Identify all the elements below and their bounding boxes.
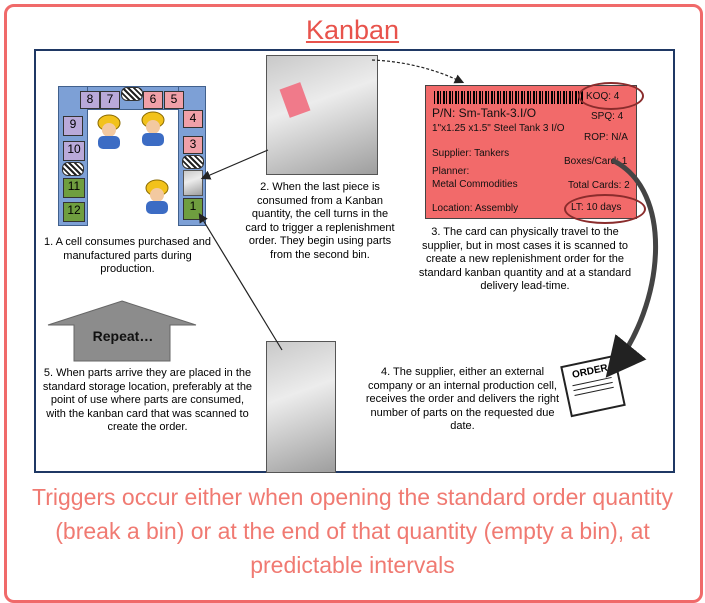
caption: Triggers occur either when opening the s… (32, 484, 673, 578)
bin-3: 3 (183, 136, 203, 154)
bin-empty-right (182, 155, 204, 169)
bin-10: 10 (63, 141, 85, 161)
card-total: Total Cards: 2 (568, 180, 630, 191)
step-1-text: 1. A cell consumes purchased and manufac… (44, 236, 211, 275)
step-4-text: 4. The supplier, either an external comp… (365, 366, 560, 432)
repeat-arrow (47, 300, 197, 362)
barcode-icon (434, 91, 584, 104)
card-part-number: P/N: Sm-Tank-3.I/O (432, 106, 537, 120)
card-rop: ROP: N/A (584, 132, 628, 143)
card-boxes: Boxes/Card: 1 (564, 156, 628, 167)
bin-photo-top (266, 55, 378, 175)
card-spq: SPQ: 4 (591, 111, 624, 122)
card-planner: Planner: (432, 166, 470, 177)
bin-7: 7 (100, 91, 120, 109)
bin-6: 6 (143, 91, 163, 109)
bin-empty-left (62, 162, 84, 176)
bin-4: 4 (183, 110, 203, 128)
step-2-text: 2. When the last piece is consumed from … (245, 181, 395, 261)
card-description: 1"x1.25 x1.5" Steel Tank 3 I/O (432, 123, 565, 134)
kanban-card-photo-small (183, 170, 203, 196)
worker-icon (145, 179, 169, 214)
bin-empty-top (121, 87, 143, 101)
card-location: Location: Assembly (432, 203, 519, 214)
card-planner-name: Metal Commodities (432, 179, 518, 190)
bin-8: 8 (80, 91, 100, 109)
bin-9: 9 (63, 116, 83, 136)
lt-highlight (564, 194, 646, 224)
koq-highlight (578, 82, 644, 110)
bin-11: 11 (63, 178, 85, 198)
bin-1: 1 (183, 198, 203, 220)
bin-5: 5 (164, 91, 184, 109)
worker-icon (97, 114, 121, 149)
bin-photo-bottom (266, 341, 336, 473)
bin-12: 12 (63, 202, 85, 222)
card-supplier: Supplier: Tankers (432, 148, 510, 159)
worker-icon (141, 111, 165, 146)
repeat-label: Repeat… (92, 328, 154, 344)
page-title: Kanban (305, 15, 400, 45)
step-3-text: 3. The card can physically travel to the… (418, 226, 632, 292)
step-5-text: 5. When parts arrive they are placed in … (42, 367, 253, 433)
